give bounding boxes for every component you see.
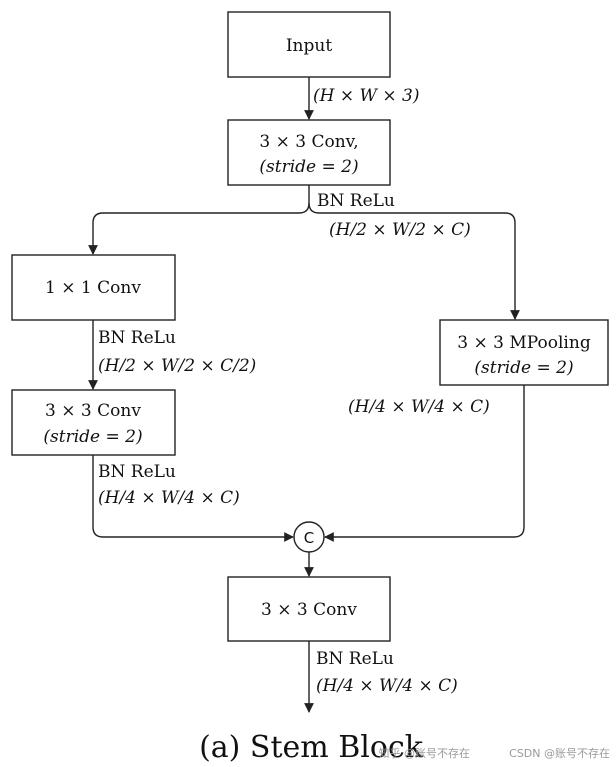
concat-node: C	[293, 521, 325, 553]
after-1x1-bn-label: BN ReLu	[98, 328, 176, 348]
after-1x1-shape-label: (H/2 × W/2 × C/2)	[98, 356, 256, 376]
csdn-watermark: CSDN @账号不存在	[509, 746, 610, 760]
conv3x3-branch-label: 3 × 3 Conv	[45, 401, 141, 421]
after-pool-shape-label: (H/4 × W/4 × C)	[348, 397, 490, 417]
conv3x3-stride2-node: 3 × 3 Conv, (stride = 2)	[227, 119, 391, 186]
conv3x3-branch-node: 3 × 3 Conv (stride = 2)	[11, 389, 176, 456]
conv3x3-branch-sublabel: (stride = 2)	[43, 427, 142, 447]
input-shape-label: (H × W × 3)	[313, 86, 419, 106]
input-node-label: Input	[286, 36, 332, 56]
mpooling-sublabel: (stride = 2)	[474, 358, 573, 378]
input-node: Input	[227, 11, 391, 78]
conv3x3-stride2-label: 3 × 3 Conv,	[259, 132, 358, 152]
concat-label: C	[304, 529, 314, 547]
after-conv1-shape-label: (H/2 × W/2 × C)	[329, 220, 471, 240]
output-bn-label: BN ReLu	[316, 649, 394, 669]
mpooling-label: 3 × 3 MPooling	[457, 333, 591, 353]
zhihu-watermark: 知乎 @账号不存在	[379, 746, 471, 760]
diagram-caption: (a) Stem Block	[199, 730, 424, 765]
edge-conv-to-mpooling	[308, 202, 520, 320]
edge-conv3x3-to-concat	[92, 455, 294, 542]
conv3x3-final-node: 3 × 3 Conv	[227, 576, 391, 642]
mpooling-node: 3 × 3 MPooling (stride = 2)	[439, 319, 609, 386]
after-conv1-bn-label: BN ReLu	[317, 191, 395, 211]
after-conv-b-bn-label: BN ReLu	[98, 462, 176, 482]
output-shape-label: (H/4 × W/4 × C)	[316, 676, 458, 696]
conv1x1-label: 1 × 1 Conv	[45, 278, 141, 298]
conv1x1-node: 1 × 1 Conv	[11, 254, 176, 321]
conv3x3-stride2-sublabel: (stride = 2)	[259, 157, 358, 177]
after-conv-b-shape-label: (H/4 × W/4 × C)	[98, 488, 240, 508]
edge-conv-to-conv1x1	[88, 185, 310, 255]
conv3x3-final-label: 3 × 3 Conv	[261, 600, 357, 620]
edge-mpooling-to-concat	[324, 385, 525, 542]
